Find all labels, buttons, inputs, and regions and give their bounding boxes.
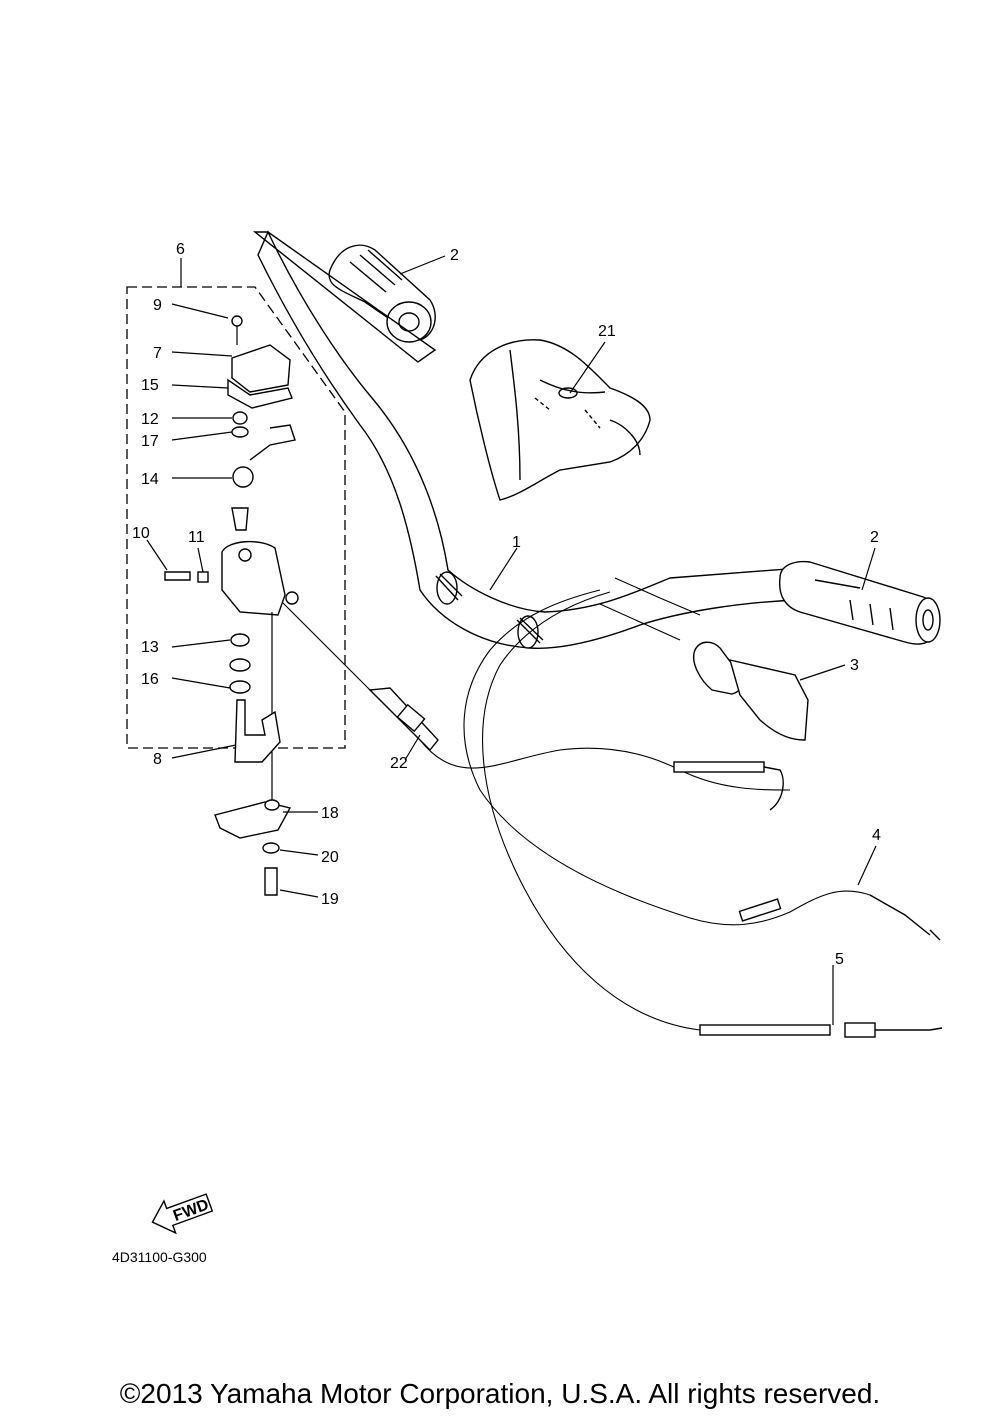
assembly-6-outline xyxy=(126,286,346,749)
callout-13: 13 xyxy=(141,639,159,656)
callout-8: 8 xyxy=(153,751,162,768)
right-grip xyxy=(778,560,941,645)
callout-17: 17 xyxy=(141,433,159,450)
lever-boot xyxy=(693,641,809,741)
callout-11: 11 xyxy=(188,529,205,546)
diagram-code: 4D31100-G300 xyxy=(112,1249,207,1265)
callout-14: 14 xyxy=(141,471,159,488)
callout-3: 3 xyxy=(850,657,859,674)
callout-15: 15 xyxy=(141,377,159,394)
cables xyxy=(279,577,943,1038)
callout-1: 1 xyxy=(512,534,521,551)
left-grip xyxy=(252,231,437,363)
callout-5: 5 xyxy=(835,951,844,968)
leader-lines xyxy=(146,255,877,1025)
callout-21: 21 xyxy=(598,323,616,340)
fwd-arrow-icon: FWD xyxy=(151,1193,214,1235)
callout-2a: 2 xyxy=(450,247,459,264)
callout-18: 18 xyxy=(321,805,339,822)
handlebar xyxy=(257,230,801,649)
callout-4: 4 xyxy=(872,827,881,844)
callout-10: 10 xyxy=(132,525,150,542)
callout-12: 12 xyxy=(141,411,159,428)
callout-9: 9 xyxy=(153,297,162,314)
callout-6: 6 xyxy=(176,241,185,258)
copyright-notice: ©2013 Yamaha Motor Corporation, U.S.A. A… xyxy=(119,1378,881,1409)
throttle-assembly xyxy=(164,315,299,896)
fwd-label: FWD xyxy=(171,1197,211,1225)
handlebar-cover xyxy=(469,339,651,501)
callout-labels: 1 2 2 3 4 5 6 7 8 9 10 11 12 13 14 15 16… xyxy=(132,241,881,968)
callout-20: 20 xyxy=(321,849,339,866)
callout-16: 16 xyxy=(141,671,159,688)
callout-7: 7 xyxy=(153,345,162,362)
callout-2b: 2 xyxy=(870,529,879,546)
callout-19: 19 xyxy=(321,891,339,908)
callout-22: 22 xyxy=(390,755,408,772)
